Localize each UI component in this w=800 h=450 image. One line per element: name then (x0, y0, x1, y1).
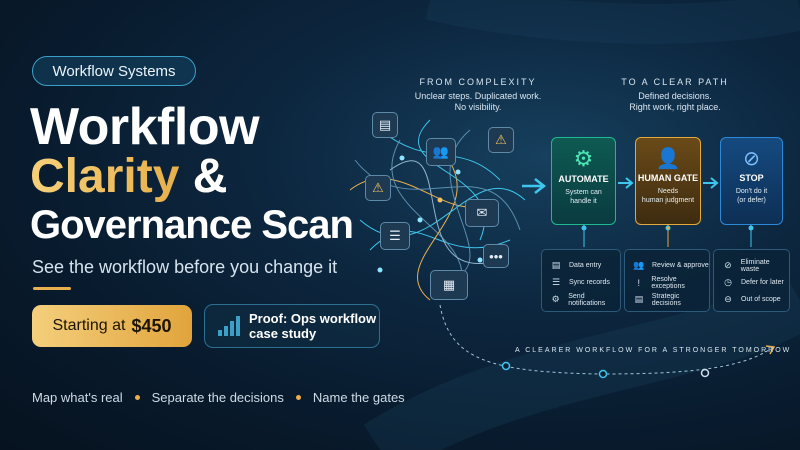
stop-card: ⊘ STOP Don't do it(or defer) (720, 137, 783, 225)
bar-chart-icon (218, 316, 240, 336)
stop-icon: ⊘ (743, 148, 760, 170)
list-item: ⊘Eliminate waste (722, 257, 789, 274)
bottom-points: Map what's real Separate the decisions N… (32, 390, 405, 405)
list-item: ⚙Send notifications (551, 292, 606, 307)
list-item: ▤Strategic decisions (634, 292, 681, 307)
clear-path-heading: TO A CLEAR PATH (621, 77, 729, 87)
subtitle: See the workflow before you change it (32, 257, 338, 277)
point-2: Separate the decisions (151, 390, 284, 405)
category-badge: Workflow Systems (32, 56, 196, 86)
point-3: Name the gates (312, 390, 405, 405)
complexity-heading: FROM COMPLEXITY (419, 77, 537, 87)
future-path (439, 304, 776, 379)
alert-icon: ! (637, 277, 640, 288)
gear-icon: ⚙ (551, 294, 560, 304)
stop-list: ⊘Eliminate waste ◷Defer for later ⊖Out o… (713, 249, 790, 312)
card-connectors (581, 225, 754, 247)
automate-list: ▤Data entry ☰Sync records ⚙Send notifica… (541, 249, 621, 312)
arrow-icon (703, 177, 719, 189)
list-item: ▤Data entry (551, 260, 602, 270)
more-icon: ••• (483, 244, 509, 268)
flow-arrow-icon (522, 178, 547, 194)
complexity-sub-1: Unclear steps. Duplicated work. (414, 91, 542, 101)
clock-icon: ◷ (724, 277, 732, 287)
bullet-dot (295, 395, 301, 400)
list-item: ☰Sync records (551, 277, 610, 287)
price-prefix: Starting at (52, 317, 126, 334)
warning-icon: ⚠ (365, 175, 391, 201)
list-item: ◷Defer for later (722, 274, 789, 291)
minus-icon: ⊖ (724, 294, 732, 304)
mail-icon: ✉ (465, 199, 499, 227)
clear-path-sub-2: Right work, right place. (629, 102, 721, 112)
title-line-3: Governance Scan (30, 203, 354, 247)
human-gate-list: 👥Review & approve !Resolve exceptions ▤S… (624, 249, 710, 312)
title-line-1: Workflow (30, 98, 260, 156)
document-icon: ▤ (551, 260, 561, 270)
list-item: !Resolve exceptions (633, 274, 709, 291)
point-1: Map what's real (32, 390, 123, 405)
arrow-icon (618, 177, 634, 189)
automate-title: AUTOMATE (558, 174, 609, 184)
complexity-sub-2: No visibility. (454, 102, 502, 112)
stop-title: STOP (739, 173, 764, 183)
gear-icon: ⚙ (573, 146, 594, 171)
price-amount: $450 (131, 315, 172, 336)
human-gate-title: HUMAN GATE (637, 173, 699, 183)
table-icon: ▦ (430, 270, 468, 300)
price-button[interactable]: Starting at $450 (32, 305, 192, 347)
document-icon: ▤ (372, 112, 398, 138)
title-line-2: Clarity & (30, 150, 228, 203)
bullet-dot (134, 395, 140, 400)
database-icon: ☰ (551, 277, 561, 287)
warning-icon: ⚠ (488, 127, 514, 153)
list-item: ⊖Out of scope (722, 291, 789, 308)
stop-desc: Don't do it(or defer) (735, 188, 768, 204)
checklist-icon: ▤ (634, 294, 644, 304)
list-item: 👥Review & approve (633, 260, 709, 270)
accent-divider (33, 287, 71, 290)
clear-path-sub-1: Defined decisions. (638, 91, 712, 101)
footer-tagline: A CLEARER WORKFLOW FOR A STRONGER TOMORR… (515, 347, 792, 354)
team-icon: 👥 (426, 138, 456, 166)
no-entry-icon: ⊘ (724, 260, 732, 270)
team-icon: 👥 (633, 260, 645, 270)
person-icon: 👤 (655, 148, 681, 170)
database-icon: ☰ (380, 222, 410, 250)
